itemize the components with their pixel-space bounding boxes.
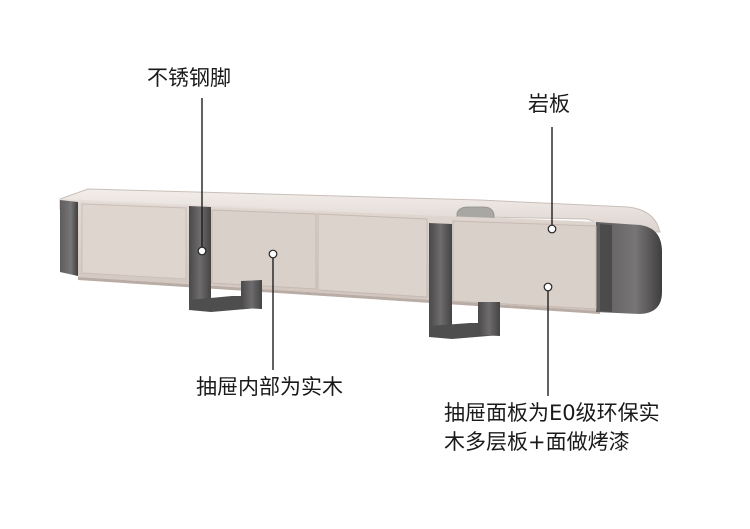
steel-leg-left xyxy=(189,206,262,312)
label-drawer-interior: 抽屉内部为实木 xyxy=(196,375,343,399)
label-steel-legs: 不锈钢脚 xyxy=(147,66,231,90)
steel-leg-right xyxy=(429,223,500,339)
label-rock-slab: 岩板 xyxy=(528,92,570,116)
callout-drawer-interior xyxy=(268,249,278,370)
callout-legs xyxy=(197,98,207,256)
decor-stone xyxy=(456,206,495,220)
callout-drawer-panel xyxy=(543,282,553,396)
label-drawer-panel-line1: 抽屉面板为E0级环保实 xyxy=(444,401,660,425)
label-drawer-panel-line2: 木多层板+面做烤漆 xyxy=(444,430,630,454)
drawer-panels xyxy=(81,203,597,310)
label-drawer-panel: 抽屉面板为E0级环保实 木多层板+面做烤漆 xyxy=(444,399,660,457)
callout-top xyxy=(547,127,557,234)
